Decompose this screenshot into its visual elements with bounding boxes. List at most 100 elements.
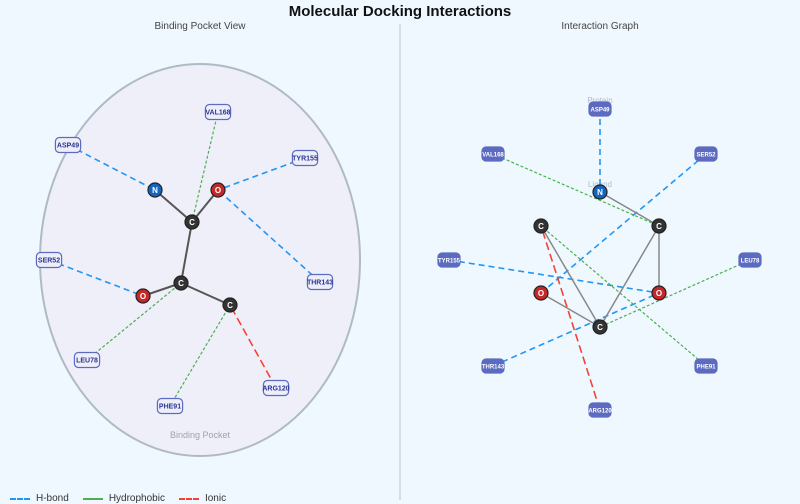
interaction-hbond-line [67,144,156,191]
residue-box [156,397,184,415]
atom-label: O [656,289,662,298]
atom-o: O [135,288,151,304]
residue-label: VAL168 [482,153,504,159]
atom-circle [135,288,151,304]
residue-label: PHE91 [696,365,716,371]
covalent-bond [180,282,231,306]
interaction-hydrophobic-line [86,282,182,361]
legend: H-bond Hydrophobic Ionic [10,493,226,504]
legend-label: H-bond [36,493,69,504]
residue-label: LEU78 [741,259,760,265]
covalent-bond [180,221,193,284]
atom-circle [651,285,667,301]
residue-label: ARG120 [262,386,289,393]
residue-label: THR143 [482,365,505,371]
residue-box [204,103,232,121]
residue-box [54,136,82,154]
residue-val168: VAL168 [481,146,505,162]
residue-val168: VAL168 [204,103,232,121]
atom-c: C [651,218,667,234]
residue-label: TYR155 [292,156,318,163]
covalent-bond [154,189,193,223]
atom-n: N [592,184,608,200]
legend-hydrophobic: Hydrophobic [82,493,165,504]
residue-arg120: ARG120 [262,379,290,397]
legend-label: Hydrophobic [108,493,165,504]
interaction-hydrophobic-line [169,304,231,407]
atom-label: C [227,301,233,310]
residue-box [306,273,334,291]
residue-box [588,101,612,117]
atom-o: O [210,182,226,198]
atom-label: O [538,289,544,298]
atom-n: N [147,182,163,198]
residue-box [481,358,505,374]
atom-label: N [597,188,603,197]
interaction-hbond-line [48,259,144,297]
atom-c: C [173,275,189,291]
atom-c: C [592,319,608,335]
atom-label: C [178,279,184,288]
atom-circle [173,275,189,291]
interaction-hydrophobic-line [540,225,707,367]
legend-ionic: Ionic [178,493,226,504]
residue-box [738,252,762,268]
protein-label: Protein [587,96,612,105]
residue-label: ASP49 [590,108,610,114]
atom-circle [533,218,549,234]
atom-circle [184,214,200,230]
residue-arg120: ARG120 [588,402,612,418]
residue-label: ARG120 [588,409,612,415]
interaction-ionic-line [229,304,277,389]
residue-label: ASP49 [57,143,79,150]
atom-c: C [533,218,549,234]
residue-box [481,146,505,162]
atom-circle [147,182,163,198]
residue-asp49: ASP49 [588,101,612,117]
residue-asp49: ASP49 [54,136,82,154]
binding-pocket-label: Binding Pocket [170,430,231,440]
atom-label: C [656,222,662,231]
interaction-hydrophobic-line [492,153,660,227]
interaction-hbond-line [217,157,306,191]
residue-box [262,379,290,397]
atom-circle [533,285,549,301]
residue-box [73,351,101,369]
residue-leu78: LEU78 [738,252,762,268]
page-title: Molecular Docking Interactions [288,3,512,20]
binding-pocket-view: ASP49VAL168SER52TYR155LEU78THR143PHE91AR… [35,103,334,415]
atom-circle [222,297,238,313]
binding-pocket [39,63,361,457]
residue-tyr155: TYR155 [291,149,319,167]
atom-circle [592,319,608,335]
atom-label: C [189,218,195,227]
right-panel-title: Interaction Graph [561,21,639,32]
atom-circle [210,182,226,198]
covalent-bond [540,225,601,328]
atom-c: C [222,297,238,313]
covalent-bond [599,191,660,227]
legend-hbond: H-bond [10,493,69,504]
residue-thr143: THR143 [306,273,334,291]
interaction-hbond-line [492,292,660,367]
residue-box [694,358,718,374]
residue-box [694,146,718,162]
covalent-bond [599,225,660,328]
atom-label: O [140,292,146,301]
residue-box [437,252,461,268]
atom-circle [592,184,608,200]
atom-circle [651,218,667,234]
interaction-hydrophobic-line [191,111,219,223]
interaction-hbond-line [540,153,707,294]
atom-o: O [533,285,549,301]
atom-label: C [538,222,544,231]
interaction-ionic-line [540,225,601,411]
residue-ser52: SER52 [35,251,63,269]
interaction-hbond-line [217,189,321,283]
residue-label: SER52 [38,258,60,265]
residue-label: TYR155 [438,259,461,265]
residue-ser52: SER52 [694,146,718,162]
atom-label: N [152,186,158,195]
